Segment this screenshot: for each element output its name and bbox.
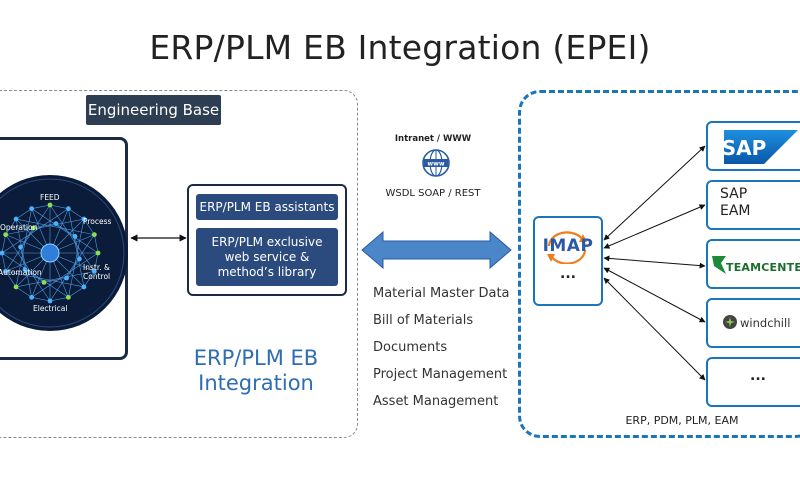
- wheel-node: [3, 268, 9, 274]
- wheel-node: [72, 234, 78, 239]
- windchill-label: windchill: [740, 316, 791, 330]
- imap-panel: [533, 216, 603, 306]
- wheel-segment-electrical: Electrical: [33, 304, 67, 313]
- wheel-node: [41, 280, 47, 285]
- wheel-segment-feed: FEED: [40, 193, 60, 202]
- globe-text: www: [427, 161, 444, 168]
- sap-eam-label: SAP EAM: [720, 186, 751, 220]
- globe-icon: www: [422, 149, 450, 177]
- wheel-node: [47, 298, 53, 304]
- wheel-node: [81, 284, 87, 290]
- integration-double-arrow: [361, 230, 512, 270]
- integration-label: ERP/PLM EB Integration: [176, 346, 336, 396]
- list-item: Material Master Data: [373, 286, 510, 301]
- list-item: Asset Management: [373, 394, 499, 409]
- network-label: Intranet / WWW: [394, 134, 472, 144]
- wheel-node: [22, 267, 28, 272]
- sap-eam-line: EAM: [720, 203, 751, 219]
- more-systems-box: [706, 357, 800, 407]
- data-types-list: Material Master Data Bill of Materials D…: [373, 285, 510, 420]
- engineering-wheel-icon: FEED Process Instr. & Control Electrical…: [0, 175, 128, 331]
- wheel-node: [29, 206, 35, 212]
- web-service-line: method’s library: [217, 264, 317, 279]
- list-item: Bill of Materials: [373, 313, 474, 328]
- wheel-node: [13, 284, 19, 290]
- wheel-node: [31, 225, 36, 231]
- integration-line: Integration: [198, 371, 314, 395]
- wheel-segment-automation: Automation: [0, 268, 42, 277]
- wheel-segment-instr: Instr. &: [83, 263, 110, 272]
- engineering-base-badge: Engineering Base: [86, 95, 221, 125]
- list-item: Project Management: [373, 367, 508, 382]
- systems-footer: ERP, PDM, PLM, EAM: [625, 414, 739, 427]
- sap-logo-text: SAP: [724, 136, 766, 160]
- wheel-node: [3, 232, 9, 238]
- list-item: Documents: [373, 340, 448, 355]
- wheel-node: [0, 250, 5, 256]
- external-systems-frame: [518, 90, 800, 438]
- windchill-logo-icon: [723, 315, 737, 329]
- web-service-label: ERP/PLM exclusive web service & method’s…: [196, 228, 338, 286]
- wheel-node: [29, 294, 35, 300]
- teamcenter-label: TEAMCENTER: [726, 261, 800, 274]
- protocol-label: WSDL SOAP / REST: [385, 188, 481, 199]
- more-systems-label: ...: [750, 368, 766, 384]
- assistants-label: ERP/PLM EB assistants: [196, 194, 338, 220]
- wheel-segment-control: Control: [83, 272, 110, 281]
- imap-sync-icon: [547, 231, 587, 264]
- windchill-system-box: [706, 298, 800, 348]
- imap-more: ...: [560, 266, 576, 282]
- wheel-node: [47, 202, 53, 208]
- wheel-node: [65, 206, 71, 212]
- wheel-node: [77, 256, 82, 262]
- wheel-node: [18, 244, 23, 250]
- sap-eam-line: SAP: [720, 186, 748, 202]
- teamcenter-logo-icon: [712, 256, 726, 274]
- sap-eam-system-box: [706, 180, 800, 230]
- engineering-base-frame: [0, 90, 358, 438]
- wheel-segment-process: Process: [83, 217, 112, 226]
- web-service-line: ERP/PLM exclusive: [211, 234, 323, 249]
- wheel-node: [13, 216, 19, 222]
- integration-line: ERP/PLM EB: [193, 346, 319, 370]
- wheel-node: [65, 294, 71, 300]
- web-service-line: web service &: [224, 249, 310, 264]
- page-title: ERP/PLM EB Integration (EPEI): [149, 28, 651, 67]
- wheel-node: [53, 221, 59, 226]
- teamcenter-system-box: [706, 239, 800, 289]
- wheel-node: [91, 268, 97, 274]
- imap-label: IMAP: [542, 236, 594, 256]
- wheel-node: [91, 232, 97, 238]
- sap-logo-icon: SAP: [724, 130, 798, 164]
- wheel-node: [95, 250, 101, 256]
- wheel-node: [64, 275, 69, 281]
- wheel-segment-operation: Operation: [0, 223, 38, 232]
- wheel-node: [81, 216, 87, 222]
